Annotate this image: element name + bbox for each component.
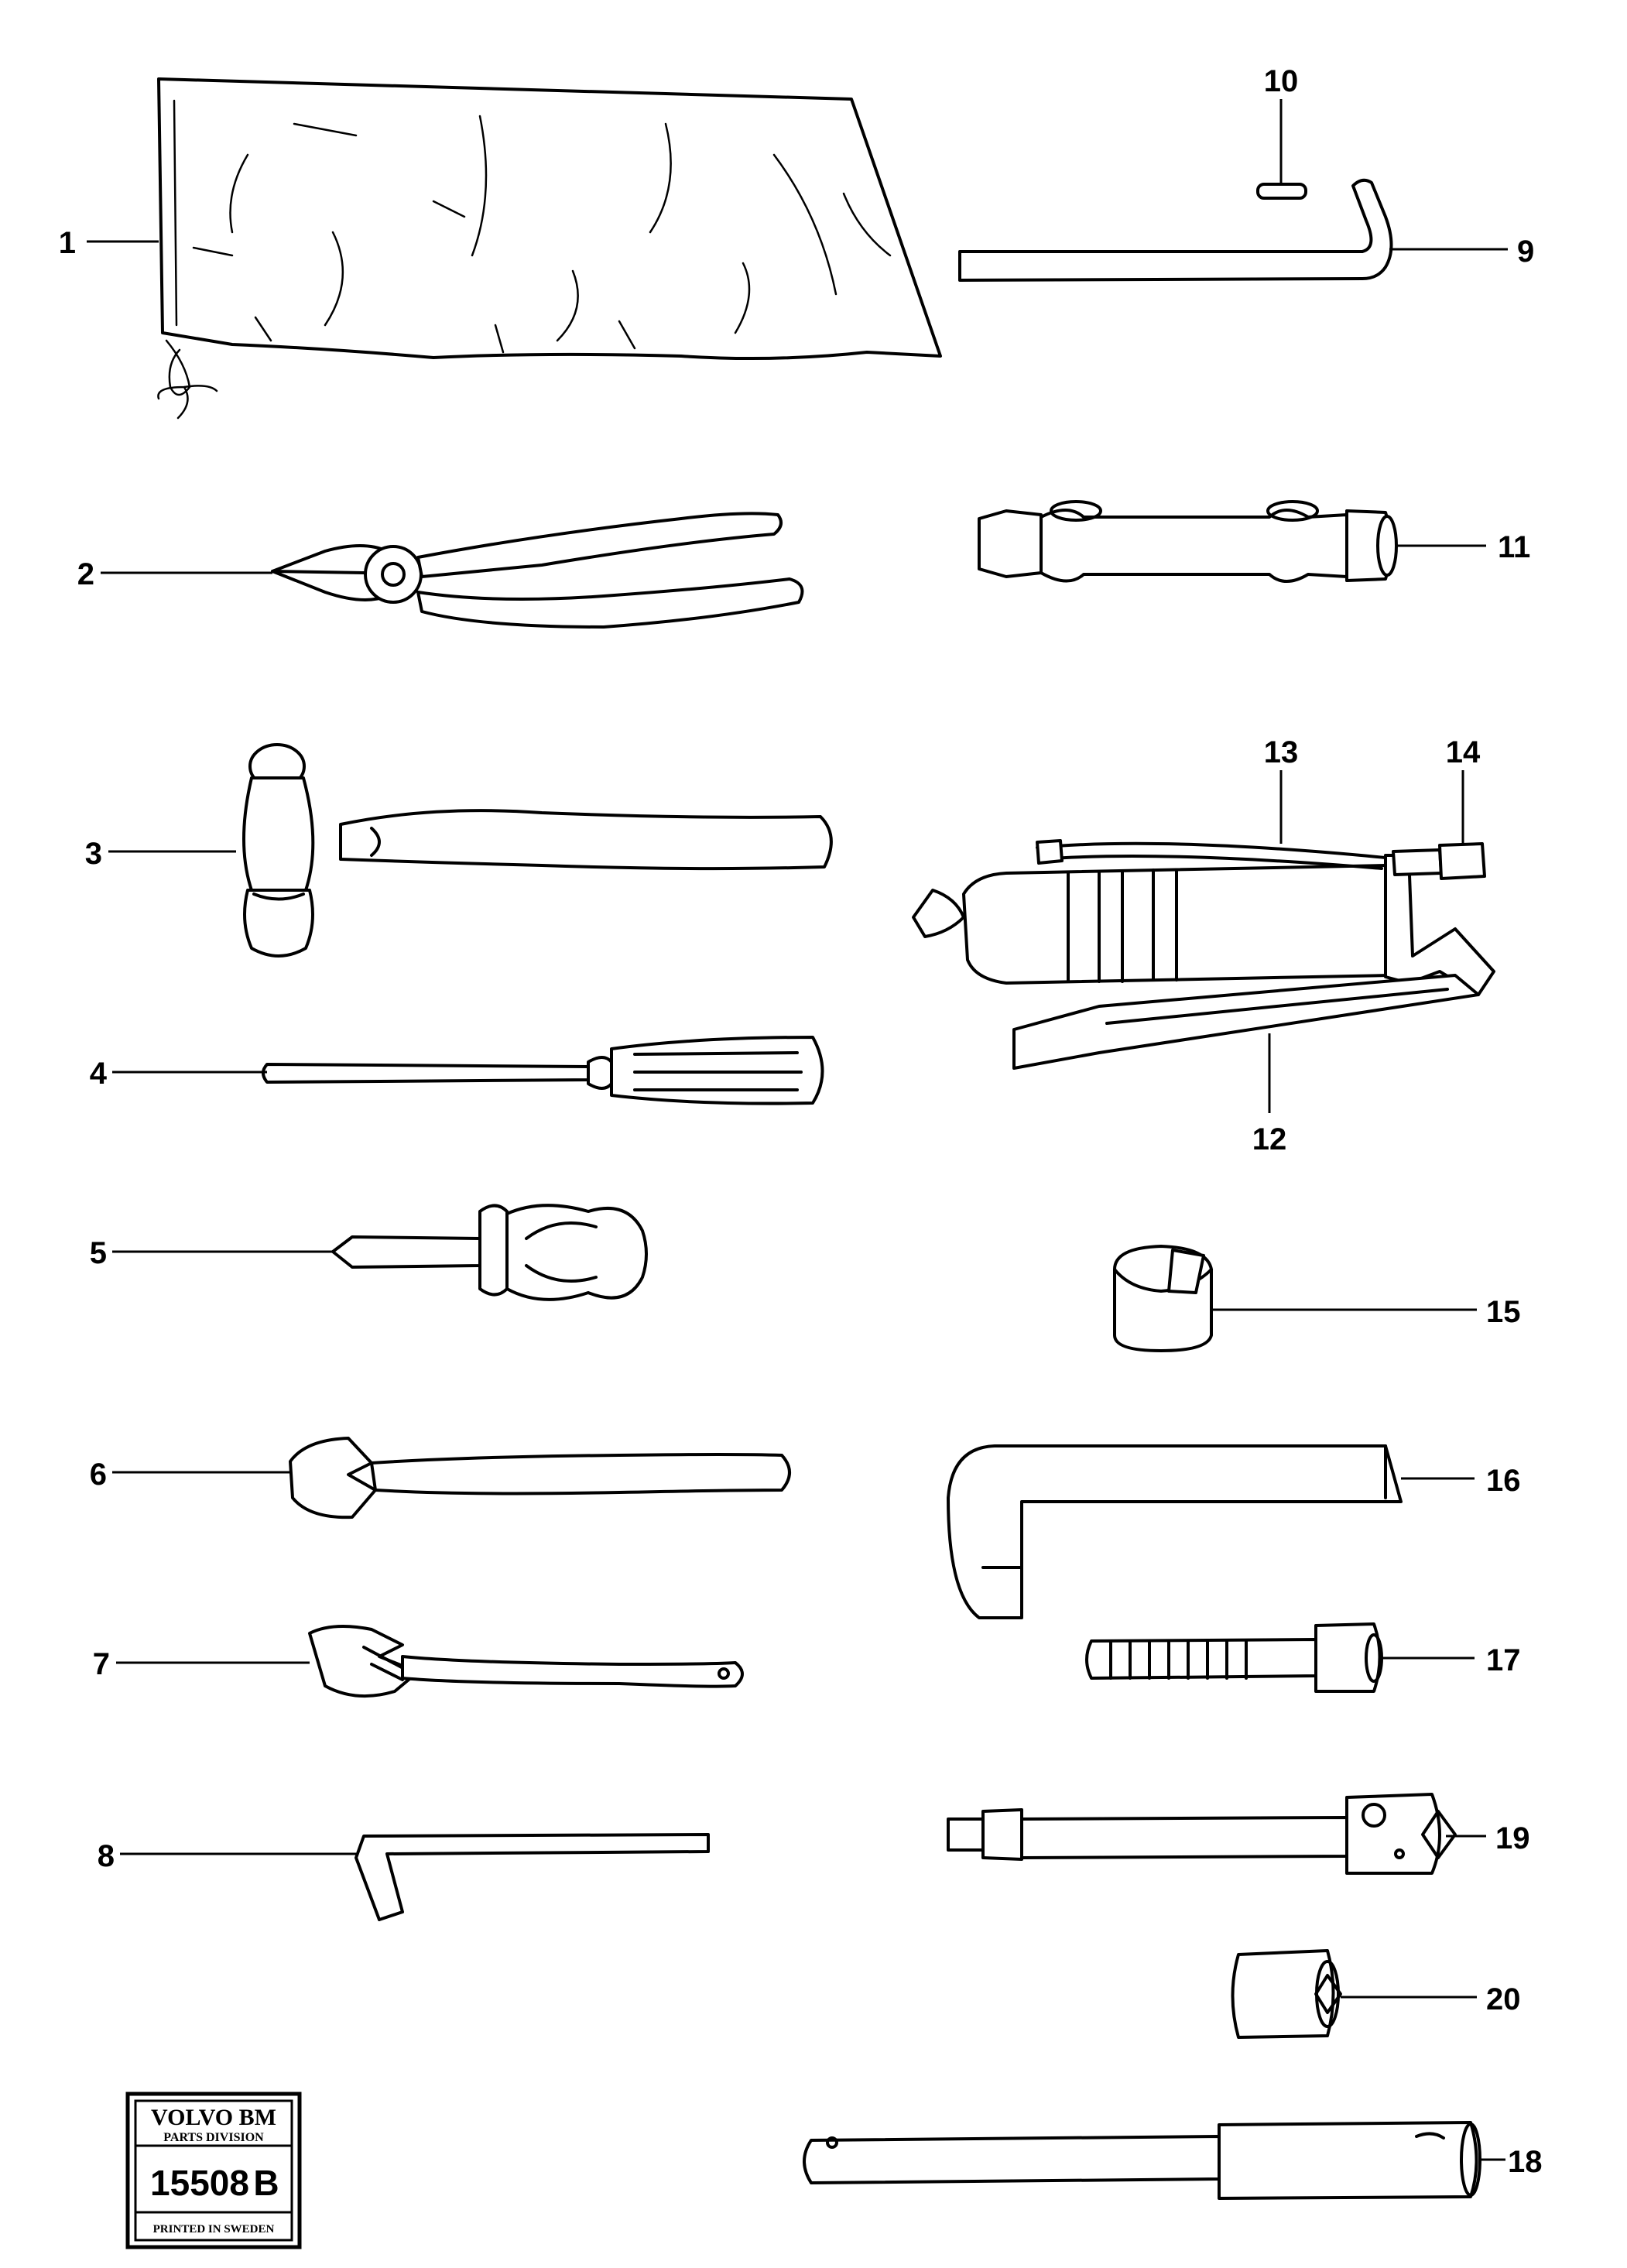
stubby-screwdriver-drawing	[331, 1204, 648, 1301]
hex-key-drawing	[355, 1833, 710, 1921]
callout-19: 19	[1495, 1821, 1530, 1855]
bent-bar-drawing	[958, 178, 1393, 282]
callout-12: 12	[1252, 1122, 1287, 1156]
slotted-collar-drawing	[1113, 1245, 1213, 1352]
callout-7: 7	[93, 1647, 110, 1681]
stamp-brand: VOLVO BM	[151, 2105, 276, 2130]
grease-gun-drawing	[912, 839, 1495, 1070]
threaded-bolt-drawing	[1085, 1622, 1383, 1693]
callout-3: 3	[85, 837, 102, 871]
callout-4: 4	[90, 1057, 108, 1091]
callout-9: 9	[1517, 235, 1534, 269]
callout-20: 20	[1486, 1982, 1521, 2016]
stamp-printed: PRINTED IN SWEDEN	[153, 2223, 275, 2235]
callout-13: 13	[1264, 735, 1299, 769]
stamp-revision: B	[253, 2163, 279, 2203]
callout-11: 11	[1498, 530, 1530, 564]
callout-8: 8	[98, 1839, 115, 1873]
small-socket-drawing	[1231, 1949, 1342, 2039]
hammer-drawing	[242, 743, 833, 958]
callout-10: 10	[1264, 64, 1299, 98]
callout-1: 1	[59, 226, 76, 260]
callout-14: 14	[1446, 735, 1481, 769]
callout-16: 16	[1486, 1464, 1521, 1498]
large-l-bar-drawing	[947, 1444, 1403, 1619]
pliers-drawing	[271, 512, 804, 629]
socket-extension-drawing	[947, 1793, 1457, 1875]
stamp-division: PARTS DIVISION	[163, 2131, 264, 2144]
pin-drawing	[1256, 183, 1307, 200]
tommy-bar-drawing	[803, 2121, 1481, 2200]
callout-5: 5	[90, 1236, 107, 1270]
flat-screwdriver-drawing	[262, 1036, 824, 1105]
open-end-wrench-drawing	[289, 1437, 791, 1519]
callout-15: 15	[1486, 1295, 1521, 1329]
stamp-number: 15508	[150, 2163, 249, 2203]
box-spanner-drawing	[978, 500, 1398, 583]
callout-6: 6	[90, 1458, 107, 1492]
tool-bag-drawing	[157, 77, 942, 420]
callout-17: 17	[1486, 1643, 1521, 1677]
volvo-bm-stamp: VOLVO BM PARTS DIVISION 15508 B PRINTED …	[125, 2092, 302, 2249]
callout-18: 18	[1508, 2145, 1543, 2179]
callout-2: 2	[77, 557, 94, 591]
adjustable-wrench-drawing	[308, 1625, 744, 1698]
